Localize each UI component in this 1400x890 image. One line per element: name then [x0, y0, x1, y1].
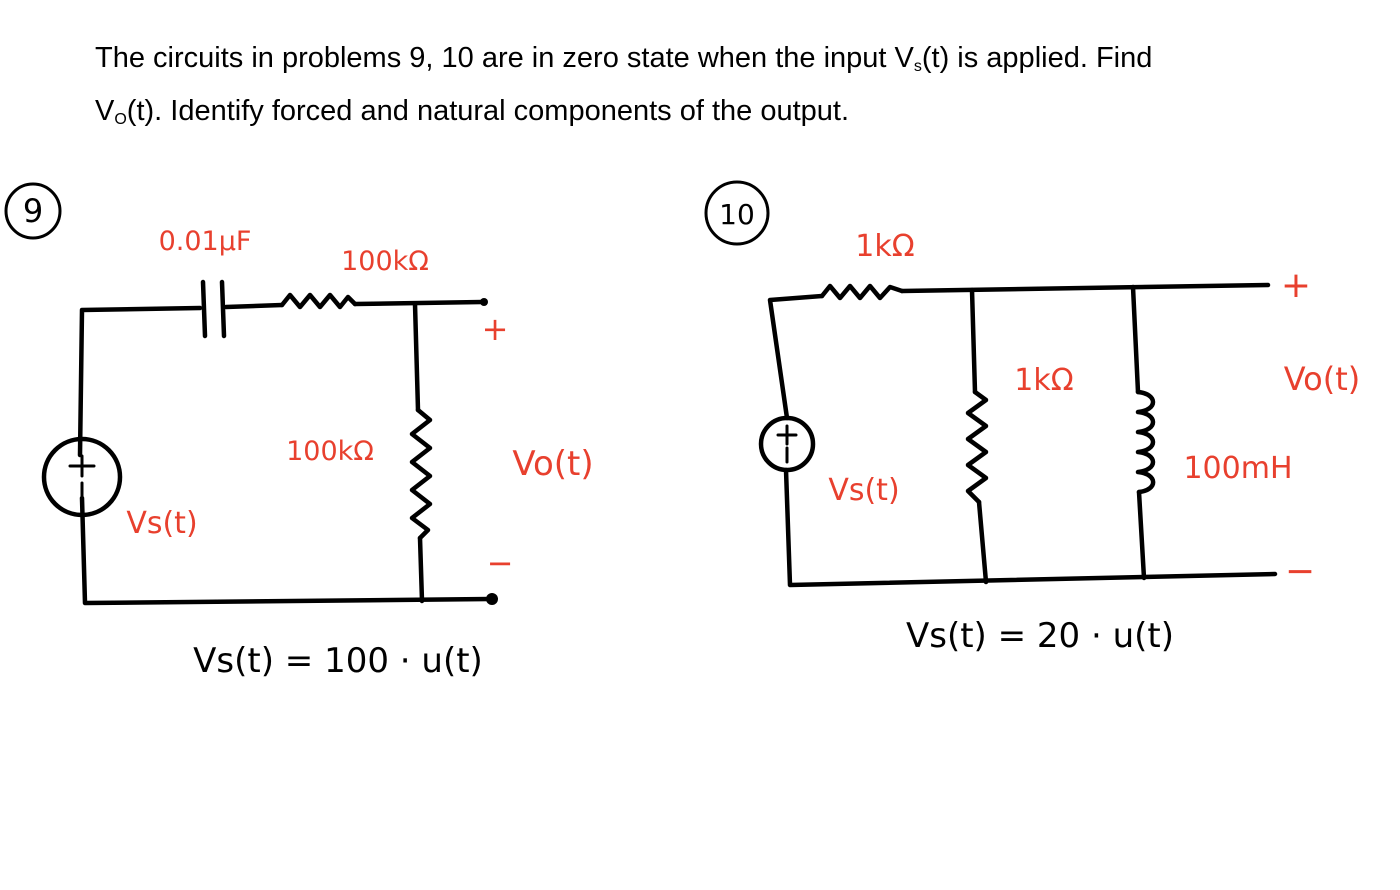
c9-shunt-top-wire — [412, 301, 421, 413]
problem-line-1-subscript: s — [913, 58, 922, 75]
c10-inductor — [1135, 389, 1156, 495]
problem-10-label: 10 — [719, 198, 755, 231]
problem-line-1: The circuits in problems 9, 10 are in ze… — [95, 36, 1355, 89]
problem-line-1-text: The circuits in problems 9, 10 are in ze… — [95, 42, 914, 74]
c9-output-label: Vo(t) — [512, 444, 593, 484]
c10-plus-sign: + — [1281, 265, 1311, 306]
problem-10-circle — [704, 180, 770, 246]
circuit-9: 9 0.01μF 100kΩ 100kΩ + — [4, 182, 594, 681]
c9-capacitor — [200, 279, 227, 339]
c9-series-resistor-label: 100kΩ — [341, 246, 429, 277]
problem-10-number: 10 — [704, 180, 770, 246]
problem-line-1-tail: (t) is applied. Find — [921, 42, 1153, 74]
c9-shunt-resistor-label: 100kΩ — [286, 436, 374, 467]
c10-resistor-top-wire — [969, 287, 978, 395]
circuit-10: 10 1kΩ 1kΩ 100mH + − Vo(t) Vs(t) — [704, 180, 1361, 656]
c9-top-output-wire — [352, 299, 485, 307]
c9-cap-to-resistor-wire — [223, 302, 285, 310]
problem-9-label: 9 — [23, 192, 43, 230]
c10-bottom-wire — [783, 467, 1278, 588]
problem-9-circle — [4, 182, 62, 240]
c10-voltage-source — [758, 415, 816, 473]
problem-line-2-text: V — [95, 95, 115, 127]
c9-left-top-wire — [77, 305, 203, 458]
c9-shunt-resistor — [409, 407, 433, 541]
c9-plus-sign: + — [482, 310, 509, 348]
c10-source-label: Vs(t) — [828, 473, 899, 508]
problem-line-2-subscript: O — [114, 111, 127, 128]
c10-output-label: Vo(t) — [1284, 360, 1361, 398]
c9-output-terminal-top — [480, 298, 488, 306]
c9-bottom-wire — [79, 495, 493, 606]
c9-shunt-bottom-wire — [417, 535, 425, 604]
c9-minus-sign: − — [487, 544, 514, 582]
c10-top-wire — [899, 282, 1271, 294]
c10-shunt-resistor — [965, 389, 989, 505]
c10-left-top-wire — [767, 293, 825, 421]
problem-line-2-tail: (t). Identify forced and natural compone… — [126, 95, 850, 127]
c10-resistor-bottom-wire — [976, 499, 989, 585]
c9-voltage-source — [41, 436, 123, 518]
problem-line-2: VO(t). Identify forced and natural compo… — [95, 89, 1355, 142]
c9-equation: Vs(t) = 100 · u(t) — [193, 641, 483, 681]
c10-shunt-resistor-label: 1kΩ — [1014, 363, 1073, 398]
c9-capacitor-label: 0.01μF — [159, 226, 252, 257]
c10-inductor-bottom-wire — [1136, 489, 1147, 581]
c9-series-resistor — [279, 292, 358, 310]
c9-source-label: Vs(t) — [126, 506, 197, 541]
problem-statement: The circuits in problems 9, 10 are in ze… — [95, 36, 1355, 142]
c10-series-resistor-label: 1kΩ — [855, 229, 914, 264]
c9-output-terminal-bottom — [486, 593, 498, 605]
c10-equation: Vs(t) = 20 · u(t) — [906, 616, 1174, 656]
c10-inductor-top-wire — [1130, 284, 1141, 395]
c10-series-resistor — [819, 283, 905, 301]
problem-9-number: 9 — [4, 182, 62, 240]
c10-inductor-label: 100mH — [1183, 451, 1292, 486]
c10-minus-sign: − — [1285, 551, 1315, 592]
